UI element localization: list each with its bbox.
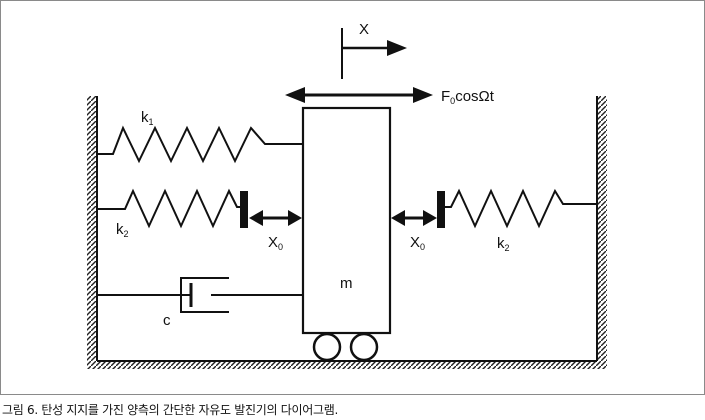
wheel-right — [349, 332, 379, 362]
damper-c — [97, 277, 303, 313]
wheel-left — [312, 332, 342, 362]
spring-k2-right — [441, 188, 597, 229]
mass-block — [301, 106, 392, 335]
k2-left-label: k2 — [116, 221, 129, 239]
x0-right-label-sub: 0 — [420, 242, 425, 252]
oscillator-diagram: X F0cosΩt k1 k2 k2 X0 X0 m c — [87, 21, 607, 369]
k2-right-label-main: k — [497, 235, 505, 252]
x0-right-label-main: X — [410, 234, 420, 251]
x0-left-label: X0 — [268, 234, 283, 252]
force-label-sub: 0 — [450, 96, 455, 106]
left-wall — [87, 96, 98, 364]
k1-label-sub: 1 — [149, 117, 154, 127]
spring-k1 — [97, 125, 303, 164]
x0-left-label-main: X — [268, 234, 278, 251]
k2-left-label-main: k — [116, 221, 124, 238]
k2-right-label: k2 — [497, 235, 510, 253]
k2-left-label-sub: 2 — [124, 229, 129, 239]
stop-plate-left — [240, 191, 248, 228]
k1-label: k1 — [141, 109, 154, 127]
k1-label-main: k — [141, 109, 149, 126]
damper-label: c — [163, 312, 171, 329]
k2-right-label-sub: 2 — [505, 243, 510, 253]
force-label-main: F — [441, 88, 450, 105]
gap-arrow-left — [249, 210, 302, 226]
spring-k2-left — [97, 188, 245, 229]
floor — [87, 360, 607, 369]
x0-left-label-sub: 0 — [278, 242, 283, 252]
displacement-label: X — [359, 21, 369, 38]
figure-frame: X F0cosΩt k1 k2 k2 X0 X0 m c — [0, 0, 705, 395]
force-label: F0cosΩt — [441, 88, 495, 106]
mass-label: m — [340, 275, 353, 292]
gap-arrow-right — [391, 210, 437, 226]
figure-caption: 그림 6. 탄성 지지를 가진 양측의 간단한 자유도 발진기의 다이어그램. — [2, 403, 338, 417]
stop-plate-right — [437, 191, 445, 228]
force-label-tail: cosΩt — [455, 88, 495, 105]
x0-right-label: X0 — [410, 234, 425, 252]
right-wall — [596, 96, 607, 364]
force-arrow — [285, 87, 433, 103]
displacement-arrow — [341, 28, 407, 79]
